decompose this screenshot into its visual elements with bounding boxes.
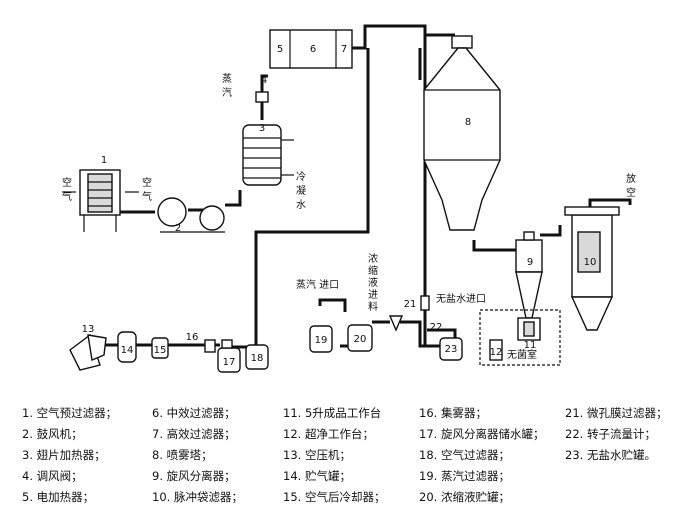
steam-filter-19 [309, 325, 333, 353]
clean-bench-11-12 [479, 309, 561, 366]
legend-item: 6. 中效过滤器； [152, 406, 236, 420]
concentrate-feed-label-4: 进 [368, 289, 378, 301]
concentrate-feed-label-1: 浓 [368, 253, 378, 265]
legend-item: 12. 超净工作台； [283, 427, 374, 441]
legend-item: 8. 喷雾塔； [152, 448, 213, 462]
steam-label-1: 蒸 [222, 73, 232, 85]
cyclone-water-tank-17 [217, 339, 241, 373]
legend-item: 11. 5升成品工作台 [283, 406, 382, 420]
label-7: 7 [341, 44, 347, 55]
air-left-label-2: 气 [62, 190, 72, 203]
vent-label-2: 空 [626, 186, 636, 199]
cooling-water-label-2: 凝 [296, 185, 306, 197]
filter-box-5-6-7 [269, 29, 353, 69]
blower-2 [157, 197, 225, 233]
label-15: 15 [154, 345, 167, 356]
legend-item: 19. 蒸汽过滤器； [419, 469, 510, 483]
legend-item: 23. 无盐水贮罐。 [565, 448, 656, 462]
label-18: 18 [251, 353, 264, 364]
aftercooler-15 [151, 337, 169, 359]
label-12: 12 [490, 347, 503, 358]
legend-item: 15. 空气后冷却器； [283, 490, 386, 504]
concentrate-feed-label-3: 液 [368, 276, 378, 289]
label-5: 5 [277, 44, 283, 55]
air-tank-14 [117, 331, 137, 363]
air-left-label-1: 空 [62, 176, 72, 189]
legend-item: 22. 转子流量计； [565, 427, 656, 441]
label-10: 10 [584, 257, 597, 268]
label-2: 2 [175, 223, 181, 234]
label-19: 19 [315, 335, 328, 346]
legend-item: 2. 鼓风机； [22, 427, 83, 441]
deionized-inlet-label: 无盐水进口 [436, 292, 486, 305]
legend-item: 9. 旋风分离器； [152, 469, 236, 483]
label-1: 1 [101, 155, 107, 166]
label-22: 22 [430, 322, 443, 333]
rotameter-22 [420, 295, 430, 311]
membrane-filter-21 [388, 315, 404, 332]
label-23: 23 [445, 344, 458, 355]
label-13: 13 [82, 324, 95, 335]
steam-label-2: 汽 [222, 86, 232, 99]
legend-item: 20. 浓缩液贮罐； [419, 490, 510, 504]
label-4: 4 [261, 75, 267, 86]
label-16: 16 [186, 332, 199, 343]
steam-inlet-label: 蒸汽 进口 [296, 278, 339, 291]
equipment-numbers: 1 2 3 4 5 6 7 8 9 10 11 12 13 14 15 16 1… [82, 44, 597, 368]
vent-label-1: 放 [626, 172, 636, 185]
legend-item: 21. 微孔膜过滤器； [565, 406, 668, 420]
diagram-canvas: 1 2 3 4 5 6 7 8 9 10 11 12 13 14 15 16 1… [62, 24, 636, 373]
legend-item: 1. 空气预过滤器； [22, 406, 118, 420]
fin-heater-3 [242, 124, 294, 186]
legend-item: 3. 翅片加热器； [22, 448, 106, 462]
equipment-legend: 1. 空气预过滤器； 2. 鼓风机； 3. 翅片加热器； 4. 调风阀； 5. … [0, 398, 700, 517]
legend-item: 4. 调风阀； [22, 469, 83, 483]
label-14: 14 [121, 345, 134, 356]
legend-item: 17. 旋风分离器储水罐； [419, 427, 545, 441]
legend-item: 13. 空压机； [283, 448, 351, 462]
label-17: 17 [223, 357, 236, 368]
pulse-bag-filter-10 [564, 206, 620, 331]
air-compressor-13 [69, 333, 107, 371]
spray-tower-8 [423, 35, 501, 231]
legend-item: 18. 空气过滤器； [419, 448, 510, 462]
air-prefilter-1 [62, 169, 139, 232]
label-3: 3 [259, 123, 265, 134]
concentrate-feed-label-5: 料 [368, 300, 378, 313]
cooling-water-label-1: 冷 [296, 170, 306, 183]
legend-item: 14. 贮气罐； [283, 469, 351, 483]
air-right-label-2: 气 [142, 190, 152, 203]
pipework [80, 24, 632, 349]
sterile-room-label: 无菌室 [507, 348, 537, 361]
legend-item: 10. 脉冲袋滤器； [152, 490, 243, 504]
concentrate-feed-label-2: 缩 [368, 264, 378, 277]
legend-item: 7. 高效过滤器； [152, 427, 236, 441]
label-11: 11 [524, 340, 537, 351]
deionized-water-tank-23 [439, 337, 463, 361]
label-8: 8 [465, 117, 471, 128]
air-filter-18 [245, 344, 269, 370]
mist-collector-16 [204, 339, 216, 353]
concentrate-tank-20 [347, 324, 373, 352]
damper-4 [255, 91, 269, 103]
cooling-water-label-3: 水 [296, 199, 306, 211]
label-6: 6 [310, 44, 316, 55]
legend-item: 5. 电加热器； [22, 490, 95, 504]
stream-labels: 蒸 汽 空 气 空 气 冷 凝 水 蒸汽 进口 浓 缩 液 进 料 无盐水进口 … [62, 73, 636, 361]
label-21: 21 [404, 299, 417, 310]
label-9: 9 [527, 257, 533, 268]
air-right-label-1: 空 [142, 176, 152, 189]
label-20: 20 [354, 334, 367, 345]
legend-item: 16. 集雾器； [419, 406, 487, 420]
cyclone-separator-9 [515, 231, 543, 319]
